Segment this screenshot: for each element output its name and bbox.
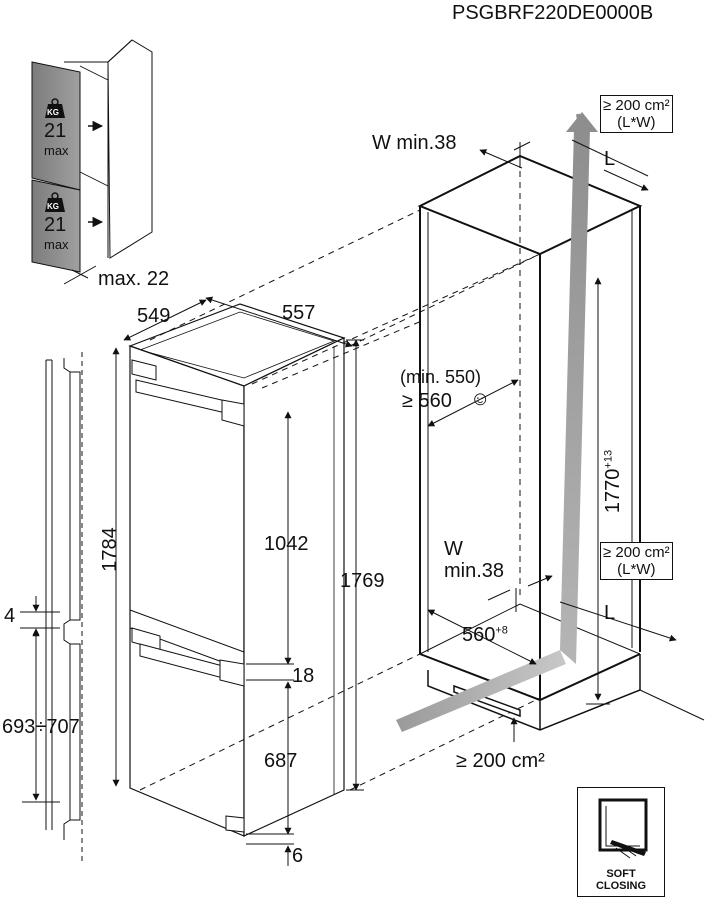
door-weight-upper-unit: max bbox=[44, 143, 69, 158]
ge-560-label: ≥ 560 bbox=[402, 390, 452, 412]
door-weight-illustration bbox=[31, 39, 153, 285]
dim-1770-value: 1770 bbox=[602, 468, 625, 514]
dim-6: 6 bbox=[292, 845, 304, 867]
max-offset-label: max. 22 bbox=[98, 268, 170, 290]
model-code: PSGBRF220DE0000B bbox=[452, 2, 654, 24]
min-550-label: (min. 550) bbox=[400, 367, 482, 387]
dim-4: 4 bbox=[4, 605, 16, 627]
door-side-elevation bbox=[20, 352, 83, 862]
dim-693-707: 693÷707 bbox=[2, 716, 80, 738]
appliance-drawing bbox=[112, 209, 541, 866]
w-bottom-min: min.38 bbox=[444, 560, 505, 582]
dim-557: 557 bbox=[282, 302, 316, 324]
vent-area-top-box: ≥ 200 cm² (L*W) bbox=[600, 95, 673, 133]
dim-1769: 1769 bbox=[340, 570, 385, 592]
door-weight-upper-value: 21 bbox=[44, 120, 67, 142]
w-min-38-top: W min.38 bbox=[372, 132, 457, 154]
vent-area-mid-formula: (L*W) bbox=[617, 561, 656, 578]
dim-1770-tolerance: +13 bbox=[602, 449, 615, 469]
dim-560-tolerance: +8 bbox=[495, 624, 508, 637]
vent-area-top-formula: (L*W) bbox=[617, 114, 656, 131]
soft-closing-svg bbox=[598, 798, 647, 858]
weight-icon-lower: KG bbox=[47, 202, 59, 211]
vent-floor-label: ≥ 200 cm² bbox=[456, 750, 545, 772]
door-weight-lower-value: 21 bbox=[44, 214, 67, 236]
soft-closing-icon bbox=[598, 798, 647, 858]
L-top: L bbox=[604, 148, 616, 170]
dim-1042: 1042 bbox=[264, 533, 309, 555]
soft-closing-line2: CLOSING bbox=[595, 880, 647, 892]
dim-687: 687 bbox=[264, 750, 298, 772]
niche-drawing bbox=[396, 112, 705, 742]
soft-closing-line1: SOFT bbox=[606, 868, 636, 880]
door-weight-lower-unit: max bbox=[44, 237, 69, 252]
smile-icon: ☺ bbox=[470, 388, 491, 410]
dim-549: 549 bbox=[137, 305, 171, 327]
w-bottom-label: W bbox=[444, 538, 463, 560]
weight-icon-upper: KG bbox=[47, 108, 59, 117]
L-bottom: L bbox=[604, 602, 616, 624]
vent-area-mid-value: ≥ 200 cm² bbox=[603, 544, 670, 561]
dim-18: 18 bbox=[292, 665, 315, 687]
vent-area-mid-box: ≥ 200 cm² (L*W) bbox=[600, 542, 673, 580]
soft-closing-badge: SOFT CLOSING bbox=[577, 787, 665, 897]
dim-1784: 1784 bbox=[98, 527, 121, 572]
dim-560-value: 560 bbox=[462, 624, 496, 646]
dim-560: 560+8 bbox=[462, 624, 508, 647]
vent-area-top-value: ≥ 200 cm² bbox=[603, 97, 670, 114]
dim-1770: 1770+13 bbox=[602, 450, 625, 513]
